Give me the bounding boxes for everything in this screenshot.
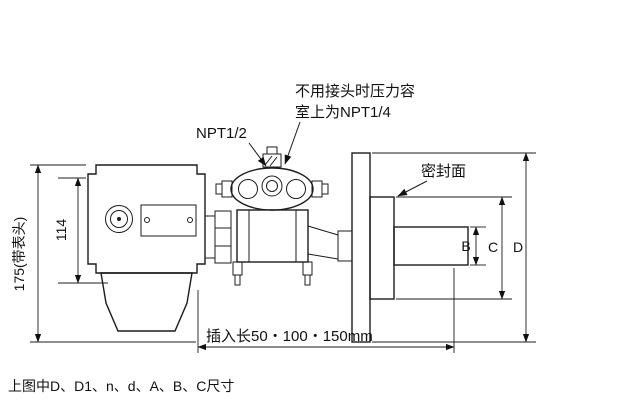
npt-port-outer bbox=[261, 175, 283, 197]
npt-port-inner bbox=[266, 180, 278, 192]
side-bolt-left-tip bbox=[215, 183, 223, 195]
terminal-cover bbox=[100, 272, 193, 332]
housing-outline bbox=[87, 164, 206, 274]
label-dim-d: D bbox=[513, 239, 523, 255]
callout-line2: 室上为NPT1/4 bbox=[295, 104, 391, 121]
label-insert-length: 插入长50・100・150mm bbox=[206, 328, 373, 345]
callout-line1: 不用接头时压力容 bbox=[295, 83, 415, 100]
dim-114: 114 bbox=[53, 177, 108, 284]
flange-bolt-hole-right bbox=[286, 179, 306, 199]
neck-hex-nut bbox=[214, 210, 232, 264]
bottom-bolt-right-stem bbox=[304, 274, 311, 286]
bracket-arm-bottom bbox=[307, 253, 339, 260]
npt-label: NPT1/2 bbox=[196, 125, 247, 142]
raised-sealing-face bbox=[369, 196, 395, 300]
seal-face-label: 密封面 bbox=[421, 163, 466, 180]
bottom-bolt-left bbox=[232, 261, 243, 276]
dim-b: B bbox=[461, 226, 486, 266]
gauge-center-dot bbox=[117, 217, 121, 221]
npt-leader-arrow bbox=[248, 142, 267, 167]
callout-leader-arrow bbox=[284, 121, 301, 165]
callout-seal-face: 密封面 bbox=[397, 163, 466, 197]
callout-no-adapter: 不用接头时压力容 室上为NPT1/4 bbox=[284, 83, 415, 165]
flange-oval bbox=[230, 167, 314, 211]
neck-block bbox=[204, 215, 216, 259]
gauge-inner-circle bbox=[110, 210, 128, 228]
label-overall-height: 175(带表头) bbox=[11, 217, 27, 292]
dim-insert-length: 插入长50・100・150mm bbox=[197, 268, 455, 353]
gauge-outer-circle bbox=[105, 205, 133, 233]
flange-bolt-hole-left bbox=[238, 179, 258, 199]
figure-caption: 上图中D、D1、n、d、A、B、C尺寸 bbox=[8, 378, 234, 394]
nameplate-hole-right bbox=[187, 217, 193, 223]
pressure-capsule bbox=[215, 146, 329, 286]
seal-face-leader-arrow bbox=[397, 180, 428, 197]
neck-connector bbox=[204, 210, 232, 264]
label-dim-b: B bbox=[461, 238, 470, 254]
bottom-bolt-right bbox=[302, 261, 313, 276]
label-housing-height: 114 bbox=[53, 219, 69, 242]
callout-npt: NPT1/2 bbox=[196, 125, 267, 167]
insertion-probe bbox=[393, 226, 469, 266]
dim-175: 175(带表头) bbox=[11, 164, 196, 343]
capsule-body bbox=[236, 209, 309, 263]
plug-hatch-1 bbox=[264, 155, 273, 166]
bottom-bolt-left-stem bbox=[234, 274, 241, 286]
nameplate-hole-left bbox=[144, 217, 150, 223]
mounting-assembly bbox=[307, 152, 469, 343]
side-bolt-right-tip bbox=[321, 183, 329, 195]
nameplate bbox=[140, 204, 197, 237]
bracket-arm-top bbox=[307, 225, 339, 236]
bracket-block bbox=[337, 230, 353, 262]
plug-hatch-2 bbox=[269, 156, 278, 167]
vent-plug-top bbox=[266, 146, 278, 155]
transmitter-housing bbox=[87, 164, 206, 332]
mounting-flange-plate bbox=[351, 152, 371, 343]
label-dim-c: C bbox=[488, 239, 498, 255]
